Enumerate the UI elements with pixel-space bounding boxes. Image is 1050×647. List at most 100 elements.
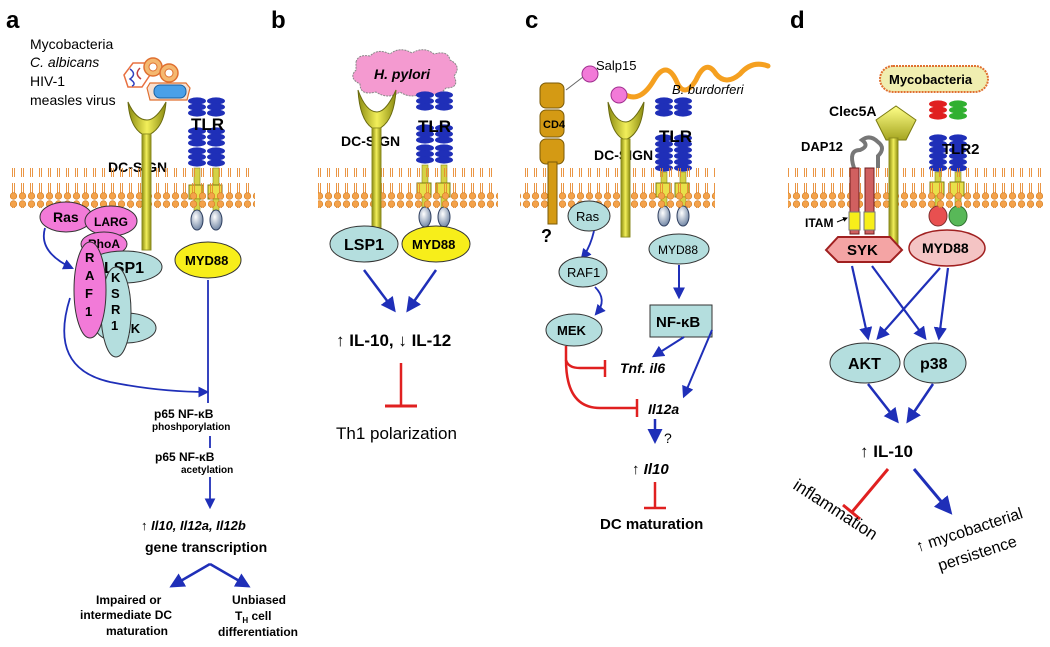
cytokines-b: ↑ IL-10, ↓ IL-12 [336, 331, 451, 350]
tnf-il6-label: Tnf. il6 [620, 360, 665, 376]
pathogen-hiv1: HIV-1 [30, 73, 65, 89]
clec5a-label: Clec5A [829, 103, 876, 119]
il10-label-d: ↑ IL-10 [860, 442, 913, 461]
il12a-label-c: Il12a [648, 401, 679, 417]
hpylori-blob: H. pylori [352, 49, 458, 97]
panel-d: d Mycobacteria Clec5A TLR2 DA [788, 7, 1043, 575]
p38-node [903, 342, 967, 384]
myd88-node-a [174, 241, 242, 279]
raf1-node-a [73, 241, 107, 339]
outcome-a-left-2: intermediate DC [80, 608, 172, 622]
outcome-a-right-3: differentiation [218, 625, 298, 639]
nfkb-phos-line1: p65 NF-κB [154, 407, 214, 421]
bburdorferi-spirochete [621, 61, 771, 100]
myd88-to-akt-arrow [876, 267, 941, 340]
nfkb-to-il12a-arrow [682, 329, 713, 399]
nfkb-phos-line2: phoshporylation [152, 422, 230, 433]
salp15-label: Salp15 [596, 58, 636, 73]
tlr-label-b: TLR [418, 117, 451, 136]
panel-c: c B. burdorferi Salp15 CD4 DC-SIGN [520, 7, 771, 533]
dap12-dimer [848, 167, 876, 235]
nfkb-acet-line1: p65 NF-κB [155, 450, 215, 464]
genes-a: ↑ Il10, Il12a, Il12b [141, 518, 246, 533]
membrane-d [788, 168, 1043, 208]
panel-b-letter: b [271, 7, 286, 34]
panel-a-letter: a [6, 7, 20, 34]
il10-to-persistence-arrow [912, 468, 953, 515]
tlr2-label: TLR2 [942, 141, 980, 158]
itam-label: ITAM [805, 216, 833, 230]
myd88-node-c [648, 233, 710, 265]
mek-label: MEK [557, 323, 587, 338]
dap12-squiggle [850, 135, 884, 169]
raf1-letter-1: 1 [85, 304, 92, 319]
ksr1-letter-s: S [111, 286, 120, 301]
bburdorferi-label: B. burdorferi [672, 82, 745, 97]
ras-label-c: Ras [576, 209, 600, 224]
question-mark-cd4: ? [541, 226, 552, 246]
lsp1-to-il10-arrow [363, 269, 396, 313]
syk-to-p38-arrow [871, 265, 927, 341]
nfkb-to-tnf-arrow [651, 336, 685, 358]
gene-transcription: gene transcription [145, 539, 267, 555]
itam-pointer [836, 217, 848, 223]
myd88-to-il10-arrow [406, 269, 438, 313]
mek-node [545, 313, 603, 347]
ksr1-letter-k: K [111, 270, 121, 285]
syk-node [824, 236, 904, 263]
pathogen-mycobacteria: Mycobacteria [30, 36, 113, 52]
lsp1-label-b: LSP1 [344, 237, 384, 254]
mycobacteria-rod: Mycobacteria [879, 65, 989, 93]
raf1-letter-r: R [85, 250, 95, 265]
p38-to-il10-arrow [906, 383, 935, 424]
myd88-to-p38-arrow [933, 267, 950, 341]
syk-label: SYK [847, 242, 878, 259]
ksr1-letter-r: R [111, 302, 121, 317]
cd4-label: CD4 [543, 119, 566, 131]
myd88-node-d [908, 229, 986, 267]
hpylori-label: H. pylori [374, 66, 431, 82]
myd88-label-b: MYD88 [412, 237, 455, 252]
outcome-arrow-right [209, 562, 251, 588]
membrane-b [318, 168, 498, 208]
akt-node [829, 342, 901, 384]
outcome-a-right-2: TH cell [235, 609, 271, 625]
syk-to-akt-arrow [850, 265, 873, 341]
dcsign-label-b: DC-SIGN [341, 133, 400, 149]
p38-label: p38 [920, 356, 948, 373]
ras-to-raf1-arrow-c [580, 230, 595, 260]
myd88-label-d: MYD88 [922, 240, 969, 256]
raf1-letter-a: A [85, 268, 95, 283]
raf1-node-c [558, 256, 608, 288]
outcome-a-left-1: Impaired or [96, 593, 162, 607]
panel-b: b H. pylori DC-SIGN TLR [271, 7, 498, 443]
tlr-label-c: TLR [659, 127, 692, 146]
dap12-label: DAP12 [801, 139, 843, 154]
outcome-a-right-1: Unbiased [232, 593, 286, 607]
il10-label-c: ↑ Il10 [632, 461, 669, 478]
ksr1-letter-1: 1 [111, 318, 118, 333]
nfkb-label: NF-κB [656, 314, 700, 331]
mycobacteria-label-d: Mycobacteria [889, 72, 973, 87]
inflammation-bar [842, 503, 861, 521]
myd88-node-b [401, 225, 471, 263]
salp15-dot-2 [610, 86, 628, 104]
pathogen-calbicans: C. albicans [30, 54, 99, 70]
raf1-label-c: RAF1 [567, 265, 600, 280]
salp15-dot-1 [581, 65, 599, 83]
myd88-label-c: MYD88 [658, 243, 698, 257]
tlr-label-a: TLR [191, 115, 224, 134]
mek-inhibit-il12a [564, 359, 636, 410]
akt-label: AKT [848, 356, 881, 373]
panel-d-letter: d [790, 7, 805, 34]
larg-label: LARG [94, 215, 128, 229]
mek-inhibit-tnf [564, 346, 604, 370]
membrane-a [10, 168, 255, 208]
akt-to-il10-arrow [867, 383, 899, 424]
inflammation-label: inflammation [790, 475, 881, 543]
dc-maturation-c: DC maturation [600, 516, 703, 533]
ras-to-raf1-arrow [42, 227, 74, 270]
outcome-arrow-left [169, 562, 211, 588]
raf1-to-mek-arrow [594, 286, 606, 316]
